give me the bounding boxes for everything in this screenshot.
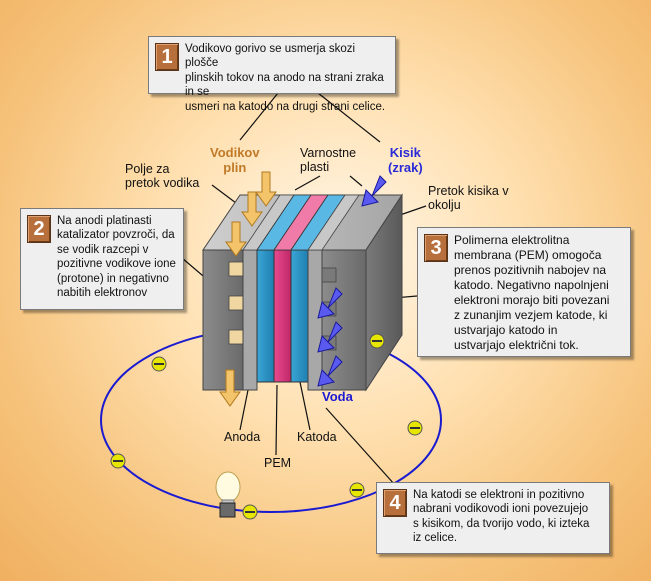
callout-text: Vodikovo gorivo se usmerja skozi plošče … [185, 43, 386, 113]
callout-3: 3 Polimerna elektrolitna membrana (PEM) … [417, 227, 631, 357]
callout-number: 4 [383, 489, 407, 517]
callout-text: Na anodi platinasti katalizator povzroči… [57, 215, 176, 299]
anode-diffusion-layer [242, 249, 258, 391]
cathode-label: Katoda [297, 430, 337, 444]
cathode-layer [290, 249, 309, 383]
pem-label: PEM [264, 456, 292, 470]
cathode-diffusion-layer [307, 249, 323, 391]
anode-layer [256, 249, 275, 383]
callout-number: 2 [27, 215, 51, 243]
hydrogen-arrow-icon [219, 171, 277, 407]
oxygen-flow-label: Pretok kisika v okolju [428, 184, 509, 213]
hydrogen-gas-label: Vodikov plin [210, 145, 260, 175]
callout-1: 1 Vodikovo gorivo se usmerja skozi plošč… [148, 36, 396, 113]
callout-number: 1 [155, 43, 179, 71]
oxygen-arrow-icon [317, 175, 387, 387]
water-label: Voda [322, 389, 353, 404]
hydrogen-flow-field-label: Polje za pretok vodika [125, 162, 200, 191]
callout-number: 3 [424, 234, 448, 262]
protective-layers-label: Varnostne plasti [300, 146, 357, 175]
pem-layer [273, 249, 292, 383]
callout-4: 4 Na katodi se elektroni in pozitivno na… [376, 482, 610, 554]
oxygen-air-label: Kisik (zrak) [388, 145, 423, 175]
callout-text: Na katodi se elektroni in pozitivno nabr… [413, 489, 590, 545]
anode-label: Anoda [224, 430, 261, 444]
callout-text: Polimerna elektrolitna membrana (PEM) om… [454, 233, 610, 352]
lightbulb-icon [215, 471, 241, 518]
callout-2: 2 Na anodi platinasti katalizator povzro… [20, 208, 184, 310]
electron-icon [110, 333, 423, 520]
